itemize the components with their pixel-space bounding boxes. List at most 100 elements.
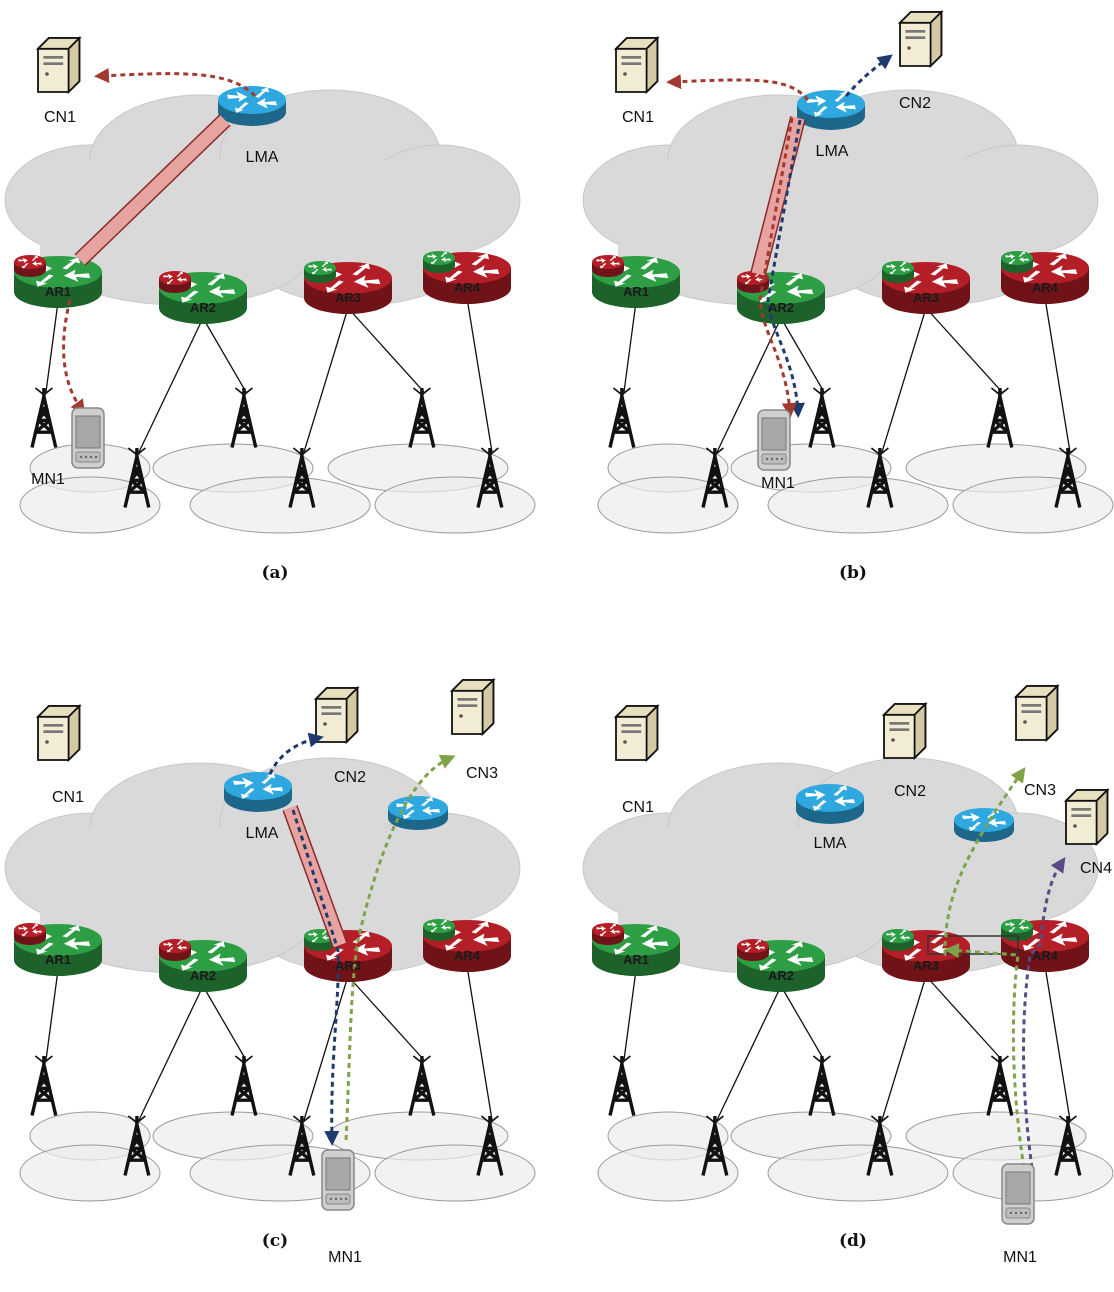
panel-d <box>582 757 1114 1202</box>
small-router-icon <box>159 939 191 961</box>
small-router-icon <box>882 929 914 951</box>
router-arrows-icon <box>596 923 620 937</box>
access-router <box>592 255 680 308</box>
correspondent-node-label: CN3 <box>466 765 498 782</box>
access-link <box>925 975 1003 1061</box>
small-router-icon <box>14 923 46 945</box>
router-arrows-icon <box>163 939 187 953</box>
panel-caption: (b) <box>839 563 867 583</box>
panel-b <box>582 89 1114 534</box>
router-icon <box>954 808 1014 842</box>
correspondent-node-label: CN3 <box>1024 782 1056 799</box>
cell-tower-icon <box>408 1054 436 1118</box>
correspondent-node-label: CN1 <box>622 109 654 126</box>
access-router-label: AR1 <box>45 284 71 299</box>
panel-c <box>4 757 536 1202</box>
inter-router-link <box>927 935 1019 955</box>
flow-cn1 <box>94 68 257 98</box>
access-router-label: AR1 <box>623 284 649 299</box>
server-icon <box>883 703 927 759</box>
access-link <box>202 317 247 393</box>
flow-mn1-green <box>944 943 1026 1169</box>
access-router <box>304 261 392 314</box>
cell-tower-icon <box>986 1054 1014 1118</box>
access-link <box>780 985 825 1061</box>
router-arrows-icon <box>227 87 277 113</box>
access-link <box>881 975 927 1121</box>
router-arrows-icon <box>1005 251 1029 265</box>
access-router-label: AR2 <box>190 300 216 315</box>
panel-caption: (c) <box>262 1231 288 1251</box>
access-router-label: AR2 <box>190 968 216 983</box>
correspondent-node-label: CN1 <box>622 799 654 816</box>
cell-coverage-area <box>767 1144 949 1202</box>
correspondent-node-label: CN2 <box>899 95 931 112</box>
access-link <box>623 301 637 393</box>
cell-tower-icon <box>230 1054 258 1118</box>
correspondent-node-label: CN1 <box>44 109 76 126</box>
mobile-node-label: MN1 <box>328 1249 362 1266</box>
router-arrows-icon <box>308 929 332 943</box>
access-router <box>14 923 102 976</box>
mobile-node-label: MN1 <box>761 475 795 492</box>
pmip-tunnel-fill <box>75 115 230 265</box>
access-link <box>202 985 247 1061</box>
access-router <box>1001 251 1089 304</box>
cell-coverage-area <box>767 476 949 534</box>
access-link <box>45 969 59 1061</box>
cell-coverage-area <box>374 476 536 534</box>
lma-router-icon <box>224 772 292 812</box>
access-link <box>623 969 637 1061</box>
flow-cn3 <box>943 767 1026 956</box>
flow-mn1-blue <box>766 119 805 418</box>
lma-label: LMA <box>814 835 847 852</box>
router-arrows-icon <box>596 255 620 269</box>
server-icon <box>451 679 495 735</box>
cell-coverage-area <box>189 476 371 534</box>
cell-tower-icon <box>986 386 1014 450</box>
cell-coverage-area <box>952 476 1114 534</box>
lma-label: LMA <box>246 149 279 166</box>
flow-cn1 <box>666 74 810 101</box>
access-link <box>1044 965 1071 1121</box>
access-router-label: AR3 <box>335 290 361 305</box>
access-router-label: AR2 <box>768 968 794 983</box>
access-link <box>780 317 825 393</box>
server-icon <box>615 37 659 93</box>
access-link <box>466 297 493 453</box>
router-arrows-icon <box>427 251 451 265</box>
server-icon <box>315 687 359 743</box>
small-router-icon <box>423 919 455 941</box>
flow-mn1-blue <box>291 809 340 1146</box>
access-router <box>14 255 102 308</box>
pmip-tunnel-fill <box>751 116 805 276</box>
access-router <box>159 939 247 992</box>
access-link <box>347 975 425 1061</box>
access-router-label: AR4 <box>454 948 481 963</box>
small-router-icon <box>882 261 914 283</box>
flow-cn4 <box>1022 857 1066 1169</box>
mobile-phone-icon <box>321 1149 355 1211</box>
lma-router-icon <box>797 90 865 130</box>
small-router-icon <box>304 261 336 283</box>
access-router-label: AR3 <box>335 958 361 973</box>
small-router-icon <box>423 251 455 273</box>
correspondent-node-label: CN2 <box>894 783 926 800</box>
router-icon <box>388 796 448 830</box>
flow-cn3 <box>344 754 456 1141</box>
access-link <box>881 307 927 453</box>
access-router <box>304 929 392 982</box>
cell-tower-icon <box>30 386 58 450</box>
access-router-label: AR3 <box>913 958 939 973</box>
panel-caption: (a) <box>261 563 288 583</box>
router-arrows-icon <box>18 923 42 937</box>
cell-tower-icon <box>230 386 258 450</box>
access-link <box>303 307 349 453</box>
router-arrows-icon <box>741 939 765 953</box>
flow-cn2 <box>844 54 893 97</box>
access-router-label: AR4 <box>1032 948 1059 963</box>
access-link <box>347 307 425 393</box>
access-router <box>1001 919 1089 972</box>
cell-tower-icon <box>608 1054 636 1118</box>
